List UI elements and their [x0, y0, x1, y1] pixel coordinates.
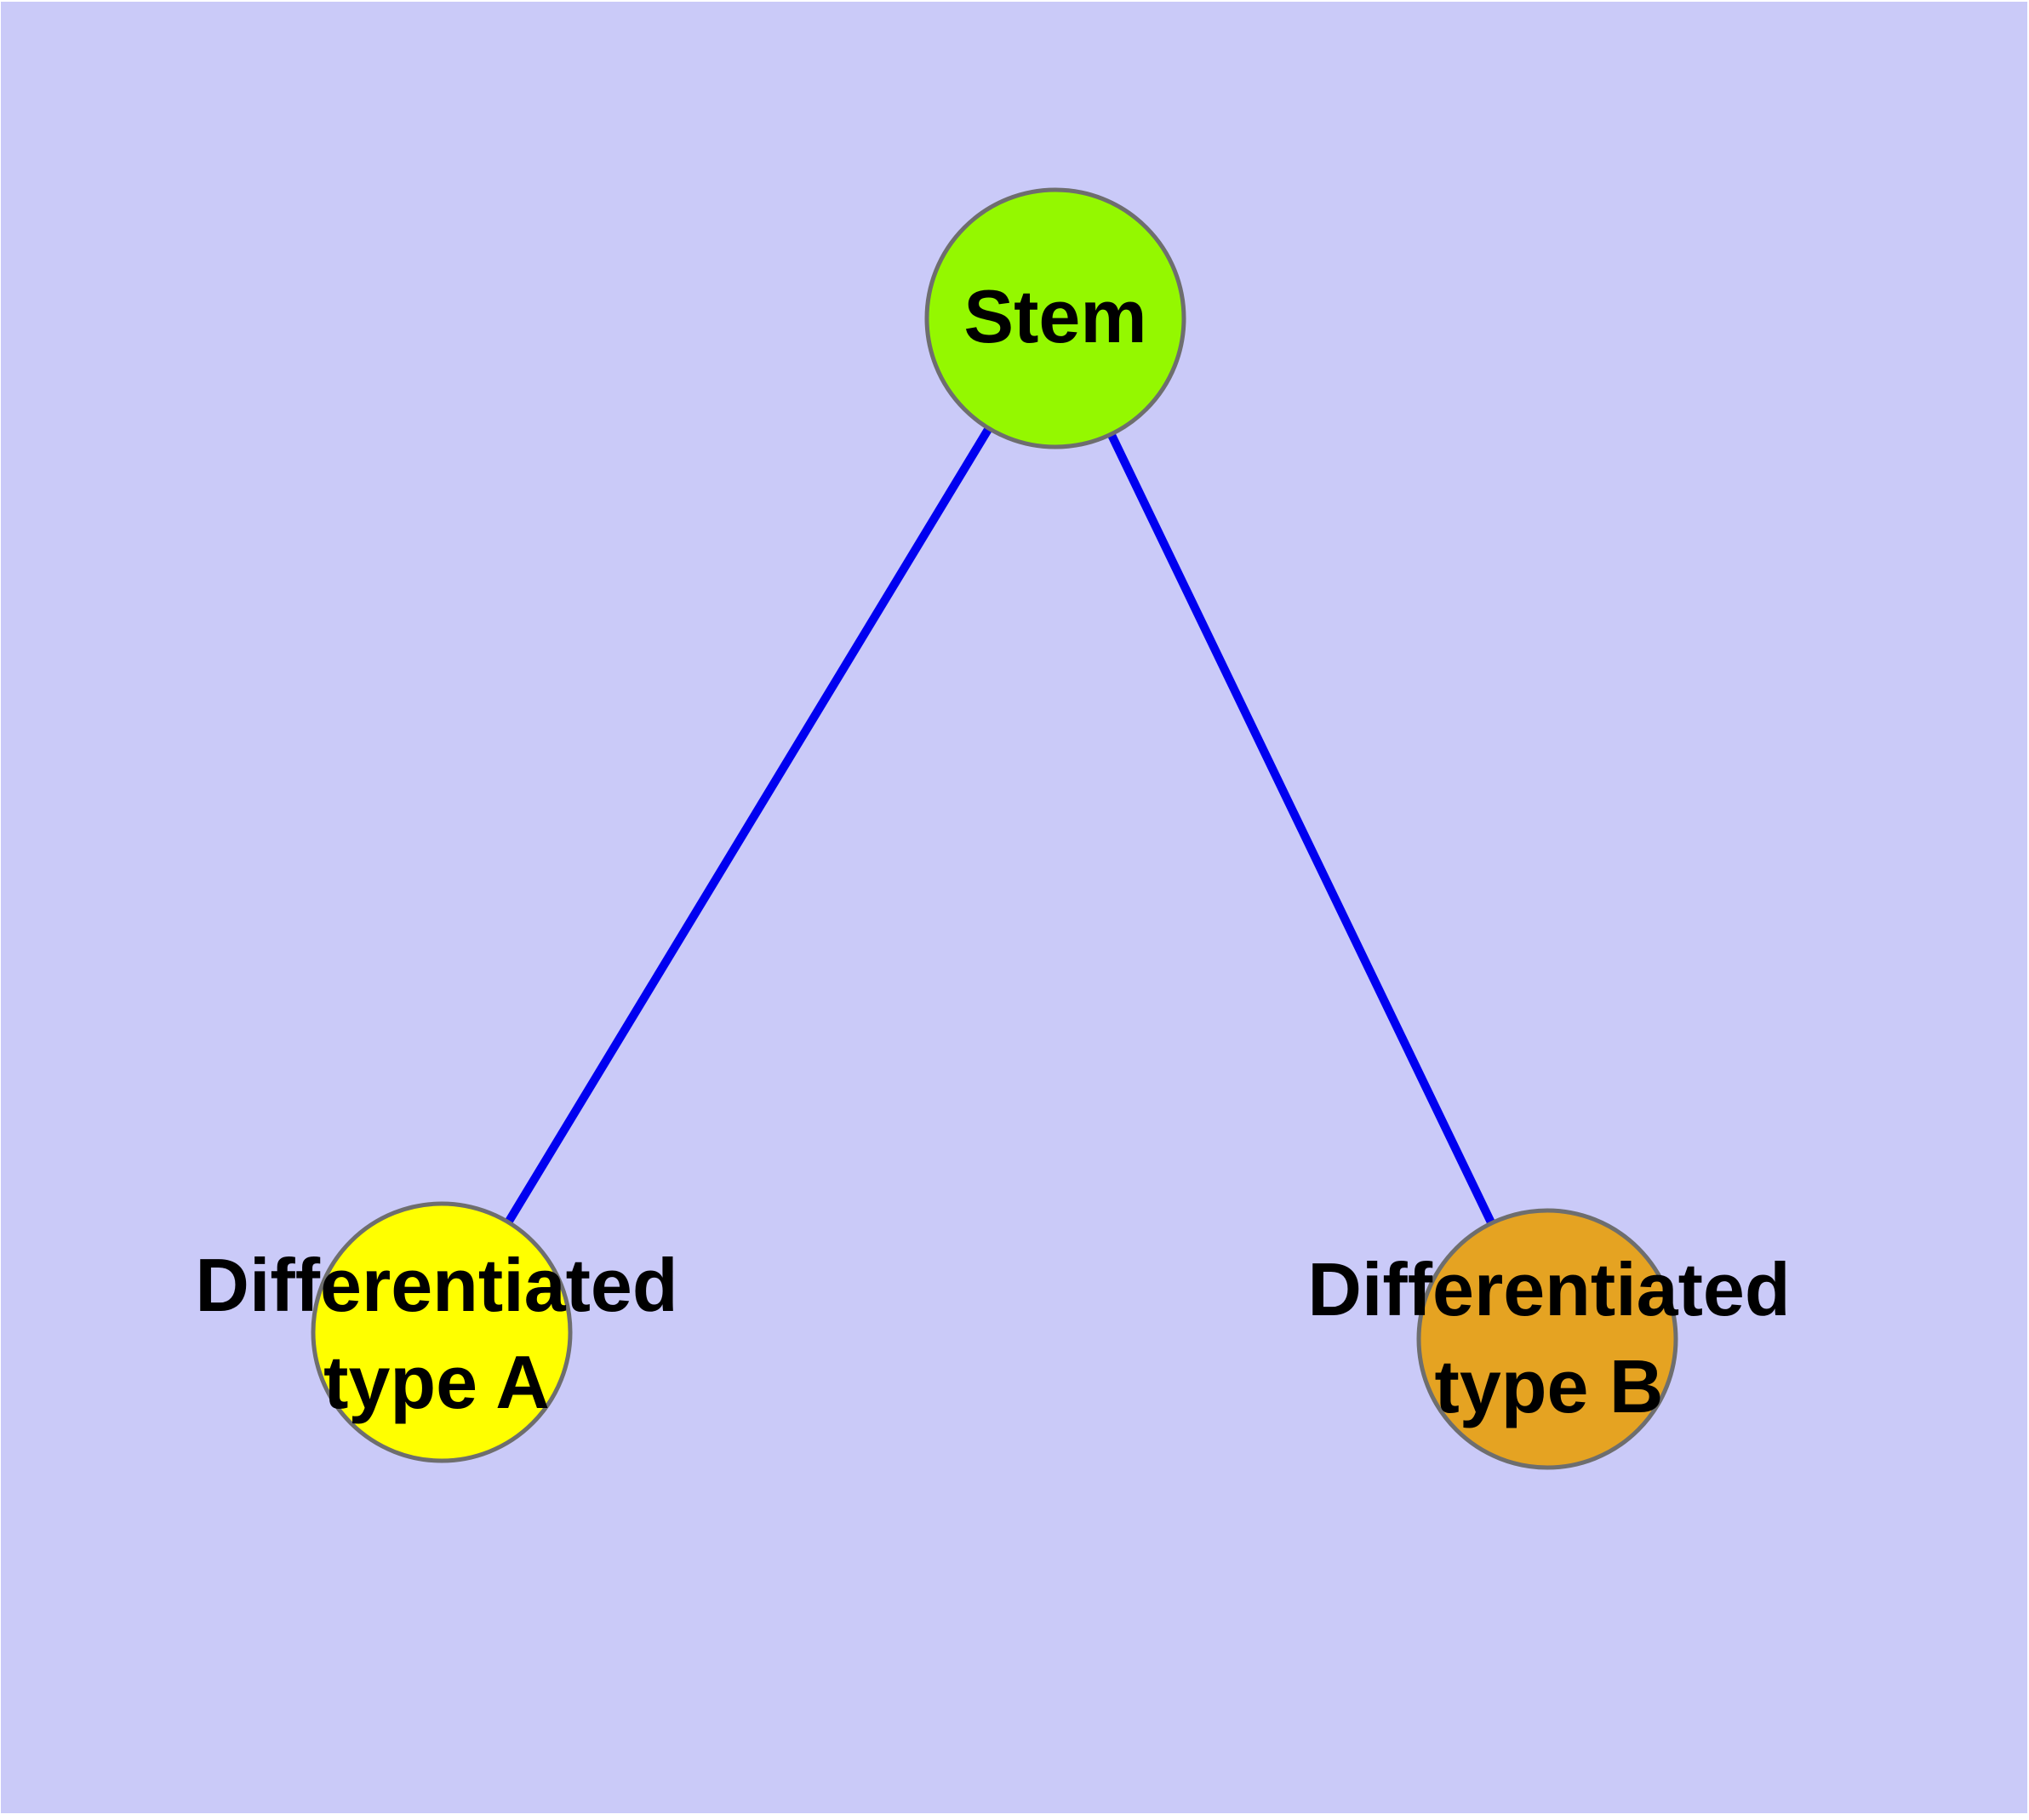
node-stem-circle [924, 187, 1186, 449]
label-line: type A [323, 1340, 550, 1424]
node-type-b-label: Differentiated type B [1307, 1241, 1790, 1435]
node-stem-label: Stem [963, 268, 1146, 365]
label-line: type B [1434, 1344, 1664, 1428]
edge-stem-to-type-b [1051, 316, 1552, 1342]
label-line: Stem [963, 274, 1147, 358]
edge-stem-to-type-a [437, 316, 1060, 1335]
node-type-b-circle [1416, 1208, 1678, 1470]
label-line: Differentiated [195, 1243, 678, 1327]
node-type-a-label: Differentiated type A [195, 1237, 677, 1431]
label-line: Differentiated [1307, 1247, 1791, 1331]
node-type-a-circle [311, 1201, 573, 1463]
